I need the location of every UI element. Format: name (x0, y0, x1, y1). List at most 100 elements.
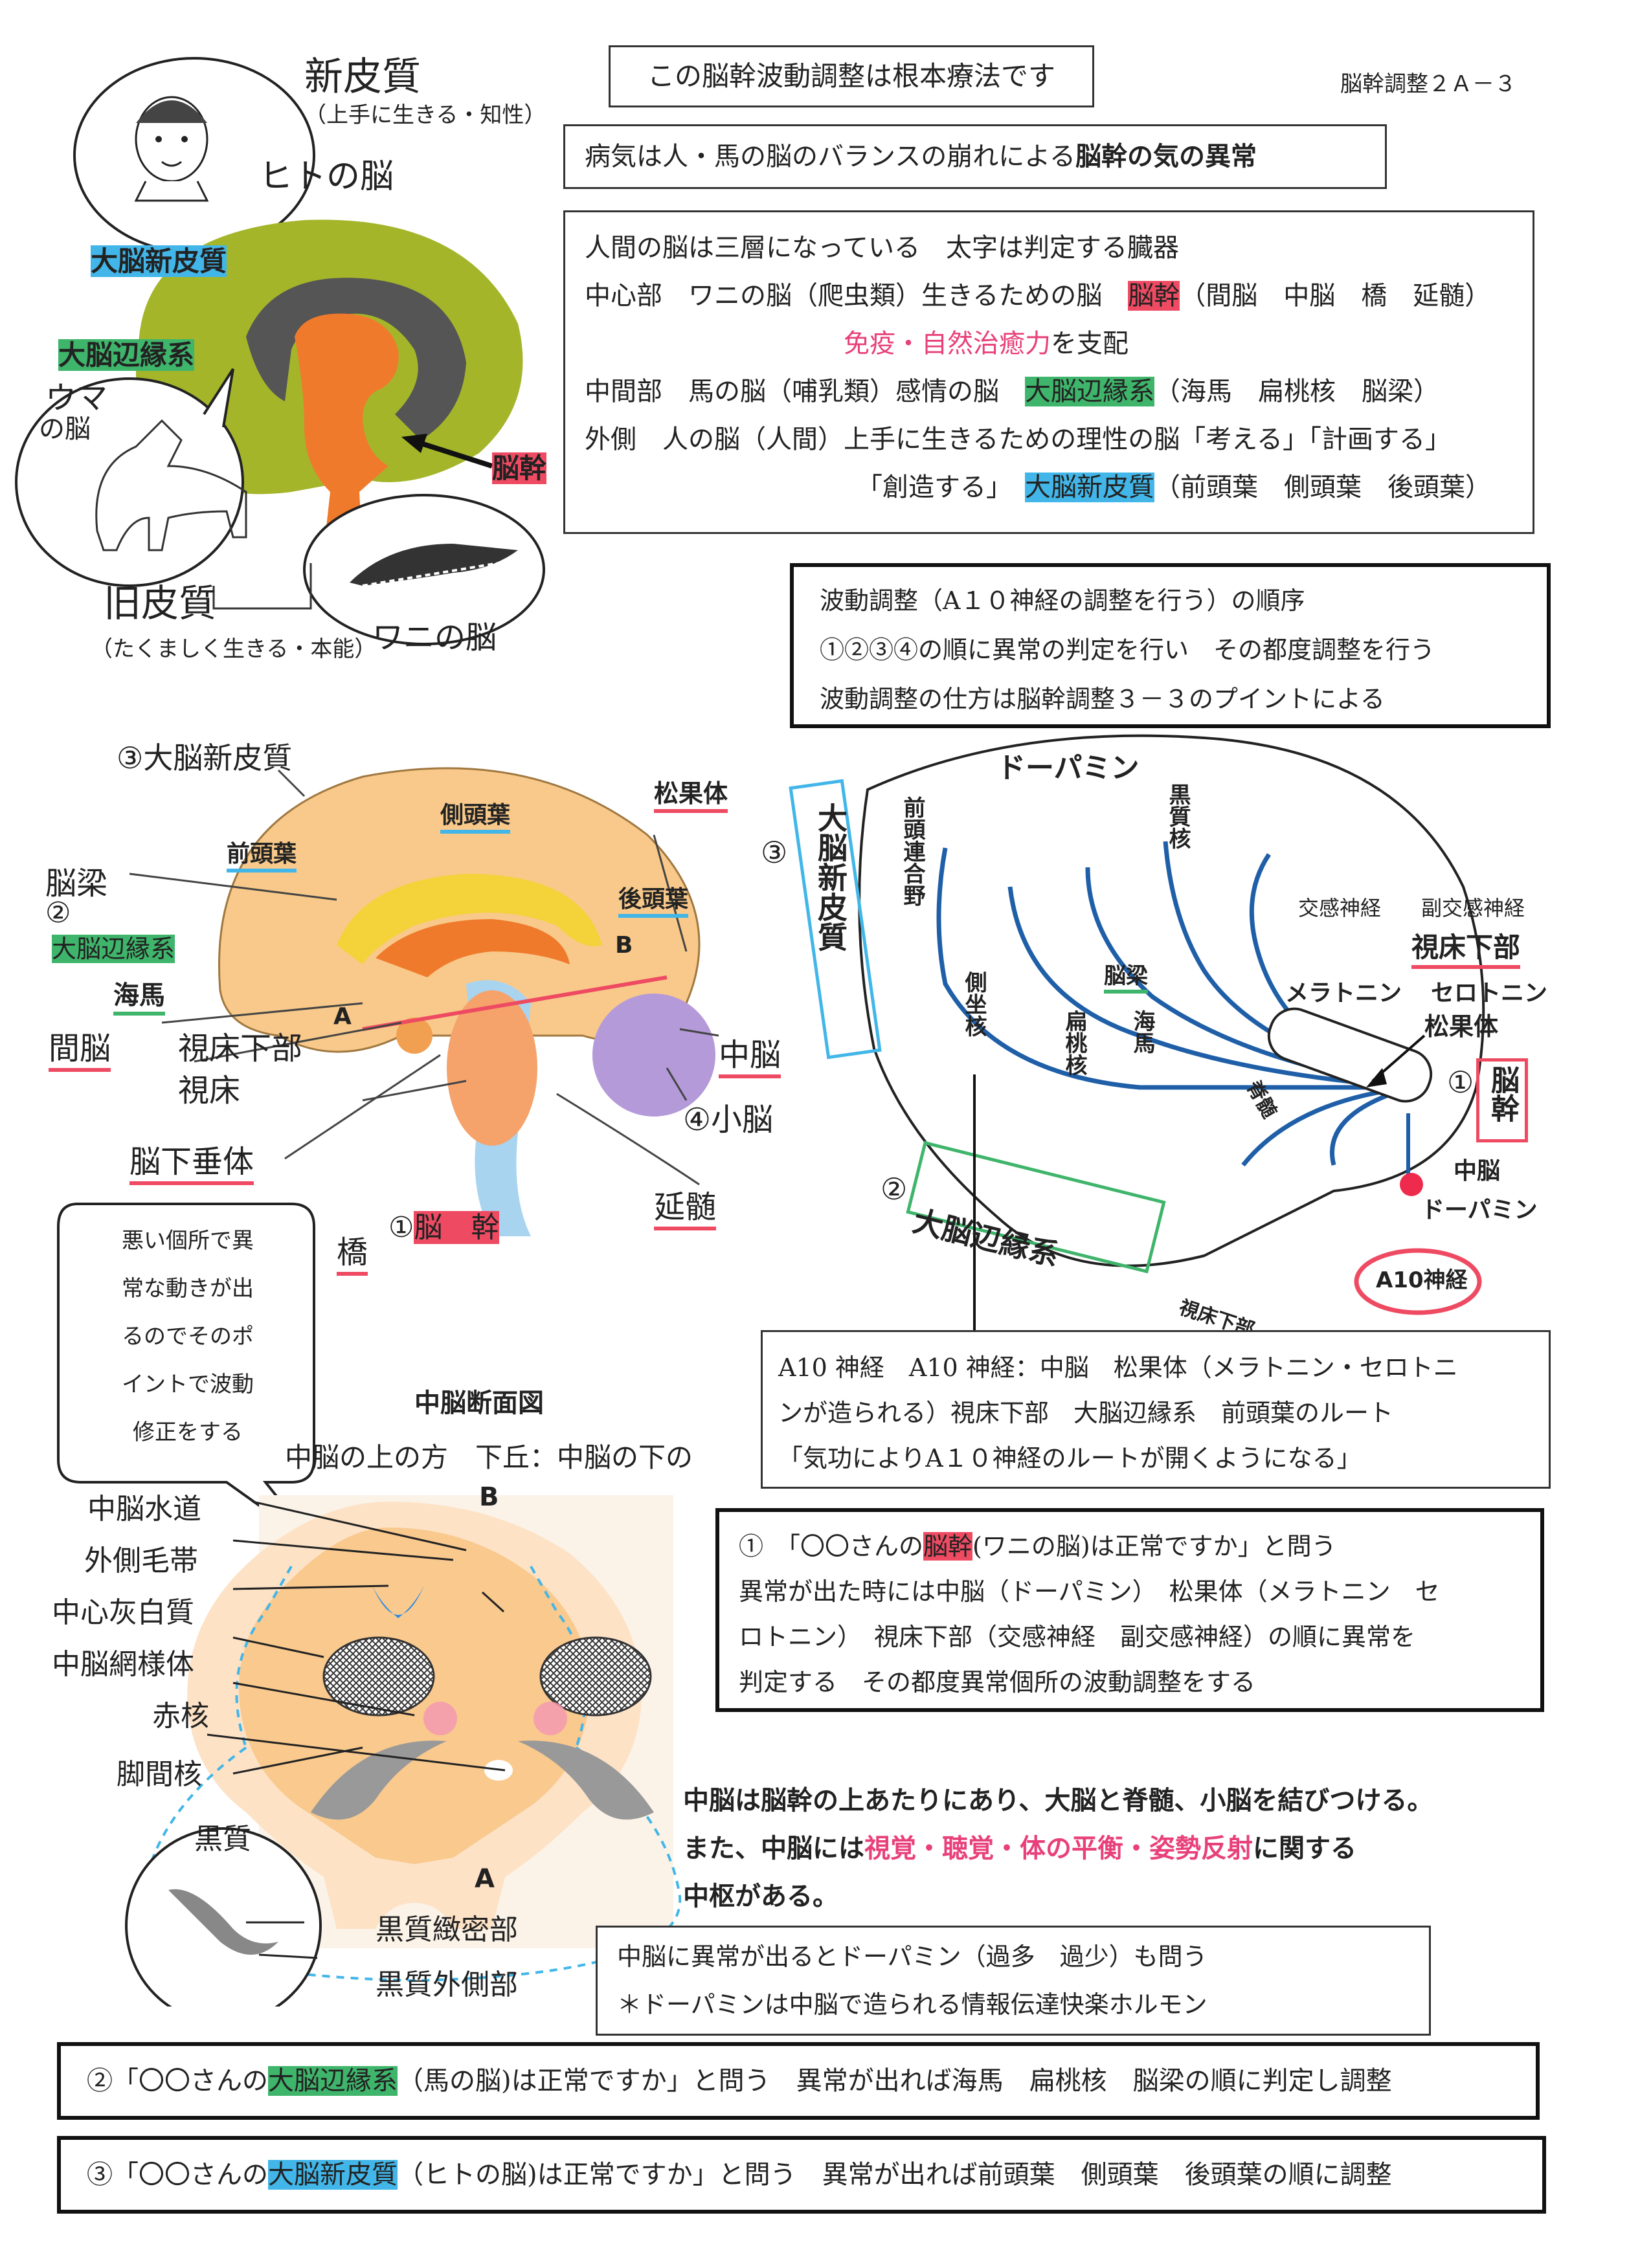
step1-a: ① 「〇〇さんの (739, 1532, 923, 1561)
sag-diencephalon-label: 間脳 (49, 1023, 111, 1072)
sag-occipital-label: 後頭葉 (618, 880, 688, 918)
ms-interpeduncular: 脚間核 (117, 1751, 202, 1792)
dopamine-line1: 中脳に異常が出るとドーパミン（過多 過少）も問う (617, 1933, 1429, 1981)
a10-desc-line1: A10 神経 A10 神経：中脳 松果体（メラトニン・セロトニ (778, 1345, 1549, 1390)
a10-sympathetic-label: 交感神経 (1298, 892, 1381, 922)
title-box: この脳幹波動調整は根本療法です (609, 45, 1094, 107)
a10-amygdala-label: 扁桃核 (1059, 1010, 1090, 1076)
a10-striatum-label: 黒質核 (1162, 783, 1194, 849)
sag-thalamus-label: 視床 (178, 1065, 240, 1110)
immune-tail: を支配 (1051, 329, 1129, 359)
a10-badge: A10神経 (1376, 1262, 1468, 1294)
layers-outer2: 「創造する」 大脳新皮質（前頭葉 側頭葉 後頭葉） (585, 463, 1533, 511)
ms-aqueduct: 中脳水道 (87, 1485, 201, 1527)
human-brain-label: ヒトの脳 (259, 149, 394, 197)
step3-text: ③「〇〇さんの大脳新皮質（ヒトの脳)は正常ですか」と問う 異常が出れば前頭葉 側… (87, 2140, 1542, 2210)
a10-limbic-num: ② (881, 1172, 907, 1206)
a10-cortex-num: ③ (761, 835, 787, 870)
old-cortex-note: （たくましく生きる・本能） (91, 631, 376, 663)
sag-hippocampus-label: 海馬 (113, 974, 165, 1016)
a10-serotonin-label: セロトニン (1431, 974, 1547, 1008)
brain-layers-box: 人間の脳は三層になっている 太字は判定する臓器 中心部 ワニの脳（爬虫類）生きる… (563, 210, 1534, 534)
step2-text: ②「〇〇さんの大脳辺縁系（馬の脳)は正常ですか」と問う 異常が出れば海馬 扁桃核… (87, 2046, 1536, 2116)
sag-cortex-label: ③大脳新皮質 (117, 735, 292, 777)
ms-gray: 中心灰白質 (52, 1589, 194, 1630)
a10-brainstem-box: 脳幹 (1476, 1058, 1528, 1142)
sag-cortex-text: ③大脳新皮質 (117, 740, 292, 775)
sag-point-b: B (615, 932, 633, 959)
a10-dopamine-top: ドーパミン (997, 744, 1140, 786)
dopamine-line2: ＊ドーパミンは中脳で造られる情報伝達快楽ホルモン (617, 1981, 1429, 2029)
a10-assoc-label: 前頭連合野 (897, 796, 928, 906)
a10-midbrain-label: 中脳 (1454, 1152, 1500, 1186)
wave-order-title: 波動調整（A１０神経の調整を行う）の順序 (820, 576, 1547, 625)
layers-intro: 人間の脳は三層になっている 太字は判定する臓器 (585, 224, 1533, 272)
sag-temporal-label: 側頭葉 (440, 796, 510, 834)
outer2-text: 「創造する」 (857, 472, 1025, 502)
midbrain-desc-line2: また、中脳には視覚・聴覚・体の平衡・姿勢反射に関する (683, 1825, 1433, 1873)
layers-outer: 外側 人の脳（人間）上手に生きるための理性の脳「考える」「計画する」 (585, 416, 1533, 463)
ms-lateral: 外側毛帯 (84, 1537, 198, 1579)
a10-description-box: A10 神経 A10 神経：中脳 松果体（メラトニン・セロトニ ンが造られる）視… (761, 1330, 1551, 1489)
midbrain-description: 中脳は脳幹の上あたりにあり、大脳と脊髄、小脳を結びつける。 また、中脳には視覚・… (683, 1777, 1433, 1920)
dopamine-box: 中脳に異常が出るとドーパミン（過多 過少）も問う ＊ドーパミンは中脳で造られる情… (596, 1926, 1431, 2036)
step2-box: ②「〇〇さんの大脳辺縁系（馬の脳)は正常ですか」と問う 異常が出れば海馬 扁桃核… (57, 2042, 1540, 2120)
croc-label: ワニの脳 (372, 612, 497, 657)
subtitle-text: 病気は人・馬の脳のバランスの崩れによる (585, 142, 1075, 172)
sag-pineal-label: 松果体 (654, 773, 728, 813)
brainstem-label-text: 脳幹 (492, 452, 546, 484)
ms-point-b: B (479, 1482, 499, 1512)
step1-b: (ワニの脳)は正常ですか」と問う (972, 1532, 1336, 1561)
step3-b: （ヒトの脳)は正常ですか」と問う 異常が出れば前頭葉 側頭葉 後頭葉の順に調整 (398, 2160, 1392, 2190)
a10-dopamine-red: ドーパミン (1421, 1191, 1538, 1225)
step2-a: ②「〇〇さんの (87, 2066, 268, 2096)
step2-b: （馬の脳)は正常ですか」と問う 異常が出れば海馬 扁桃核 脳梁の順に判定し調整 (398, 2066, 1392, 2096)
subtitle-box: 病気は人・馬の脳のバランスの崩れによる脳幹の気の異常 (563, 124, 1387, 189)
wave-order-box: 波動調整（A１０神経の調整を行う）の順序 ①②③④の順に異常の判定を行い その都… (790, 563, 1551, 728)
a10-parasympathetic-label: 副交感神経 (1421, 892, 1525, 922)
step3-a: ③「〇〇さんの (87, 2160, 268, 2190)
a10-nerve-diagram (751, 725, 1651, 1359)
step1-line2: 異常が出た時には中脳（ドーパミン） 松果体（メラトニン セ (739, 1569, 1540, 1614)
horse-label-2: の脳 (39, 408, 91, 445)
ms-red-nucleus: 赤核 (152, 1693, 209, 1734)
ms-lateral-part: 黒質外側部 (376, 1961, 518, 2003)
sag-frontal-label: 前頭葉 (227, 835, 297, 873)
a10-hypothalamus-label: 視床下部 (1411, 926, 1520, 969)
cortex-label: 大脳新皮質 (91, 239, 227, 279)
step3-box: ③「〇〇さんの大脳新皮質（ヒトの脳)は正常ですか」と問う 異常が出れば前頭葉 側… (57, 2136, 1546, 2214)
a10-brainstem-label: 脳幹 (1481, 1065, 1523, 1122)
subtitle-bold: 脳幹の気の異常 (1075, 141, 1257, 172)
midbrain-desc-line2-b: に関する (1253, 1834, 1356, 1863)
immune-text: 免疫・自然治癒力 (844, 329, 1051, 359)
cortex-label-text: 大脳新皮質 (91, 245, 227, 277)
ms-point-a: A (475, 1864, 495, 1894)
new-cortex-note: （上手に生きる・知性） (304, 97, 546, 129)
layers-immune: 免疫・自然治癒力を支配 (585, 320, 1533, 368)
note-bubble-text: 悪い個所で異 常な動きが出 るのでそのポ イントで波動 修正をする (62, 1217, 314, 1456)
ms-reticular: 中脳網様体 (52, 1641, 194, 1682)
page-code: 脳幹調整２Ａ－３ (1340, 66, 1516, 98)
limbic-label: 大脳辺縁系 (58, 333, 194, 373)
note-line5: 修正をする (62, 1408, 314, 1456)
step1-highlight: 脳幹 (923, 1532, 972, 1561)
limbic-label-text: 大脳辺縁系 (58, 339, 194, 371)
sag-brainstem-num: ① (388, 1211, 414, 1244)
a10-cortex-label: 大脳新皮質 (809, 803, 852, 951)
step1-box: ① 「〇〇さんの脳幹(ワニの脳)は正常ですか」と問う 異常が出た時には中脳（ドー… (715, 1508, 1544, 1712)
sag-pons-label: 橋 (337, 1227, 368, 1276)
layers-center: 中心部 ワニの脳（爬虫類）生きるための脳 脳幹（間脳 中脳 橋 延髄） (585, 272, 1533, 320)
sag-point-a: A (333, 1003, 352, 1030)
note-line2: 常な動きが出 (62, 1265, 314, 1313)
midbrain-section-title: 中脳断面図 (414, 1382, 544, 1419)
brainstem-label: 脳幹 (492, 447, 546, 486)
sag-pituitary-label: 脳下垂体 (129, 1136, 254, 1185)
step1-line1: ① 「〇〇さんの脳幹(ワニの脳)は正常ですか」と問う (739, 1524, 1540, 1569)
center-detail: （間脳 中脳 橋 延髄） (1180, 281, 1490, 311)
sag-limbic-label: 大脳辺縁系 (52, 929, 175, 964)
midbrain-desc-line1: 中脳は脳幹の上あたりにあり、大脳と脊髄、小脳を結びつける。 (683, 1777, 1433, 1825)
sag-medulla-label: 延髄 (654, 1181, 716, 1230)
wave-order-line3: 波動調整の仕方は脳幹調整３－３のプイントによる (820, 674, 1547, 724)
sag-brainstem-text: 脳 幹 (414, 1211, 499, 1244)
page-title: この脳幹波動調整は根本療法です (611, 47, 1092, 106)
